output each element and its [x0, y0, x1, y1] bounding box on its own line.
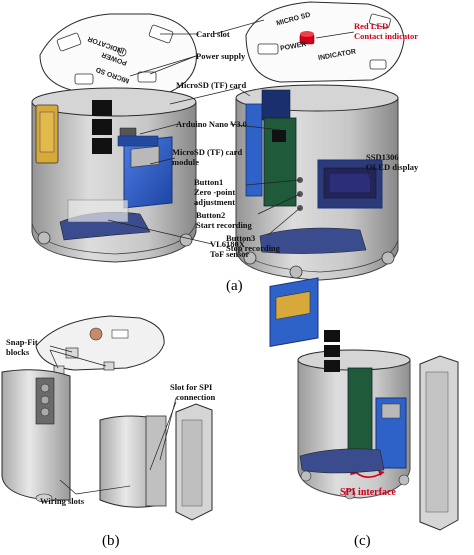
- panel-c: [269, 277, 459, 531]
- caption-c: (c): [354, 533, 371, 549]
- label-button2-2: Start recording: [196, 220, 252, 230]
- label-wiring-slots: Wiring slots: [40, 496, 85, 506]
- label-power-supply: Power supply: [196, 51, 246, 61]
- label-contact-indicator: Contact indicator: [354, 31, 418, 41]
- left-body: [31, 87, 197, 263]
- label-microsd-module-2: module: [172, 157, 199, 167]
- label-vl6180x-2: ToF sensor: [210, 249, 250, 259]
- right-body: [235, 84, 399, 281]
- label-snapfit-1: Snap-Fit: [6, 337, 38, 347]
- left-lid: INDICATOR POWER MICRO SD: [39, 13, 197, 93]
- label-ssd1306-1: SSD1306: [366, 152, 399, 162]
- label-spi-interface: SPI interface: [340, 487, 396, 498]
- right-lid-text-2: POWER: [280, 41, 307, 52]
- label-button1-3: adjustment: [194, 197, 236, 207]
- label-vl6180x-1: VL6180X: [210, 239, 245, 249]
- caption-a: (a): [226, 278, 243, 294]
- label-red-led: Red LED: [354, 21, 389, 31]
- label-card-slot: Card slot: [196, 29, 230, 39]
- leader-lines-a: [107, 19, 371, 245]
- label-ssd1306-2: OLED display: [366, 162, 419, 172]
- label-slot-spi-1: Slot for SPI: [170, 382, 213, 392]
- label-button1-2: Zero -point: [194, 187, 236, 197]
- panel-b: [1, 315, 213, 521]
- label-microsd-module-1: MicroSD (TF) card: [172, 147, 243, 157]
- caption-b: (b): [102, 533, 120, 549]
- label-microsd-tf-card: MicroSD (TF) card: [176, 80, 247, 90]
- label-button3-1: Button3: [226, 233, 256, 243]
- label-button1-1: Button1: [194, 177, 224, 187]
- label-button3-2: Stop recording: [226, 243, 280, 253]
- label-snapfit-2: blocks: [6, 347, 30, 357]
- label-arduino: Arduino Nano V3.0: [176, 119, 247, 129]
- label-button2-1: Button2: [196, 210, 226, 220]
- label-slot-spi-2: connection: [176, 392, 216, 402]
- right-lid: MICRO SD POWER INDICATOR: [245, 1, 405, 83]
